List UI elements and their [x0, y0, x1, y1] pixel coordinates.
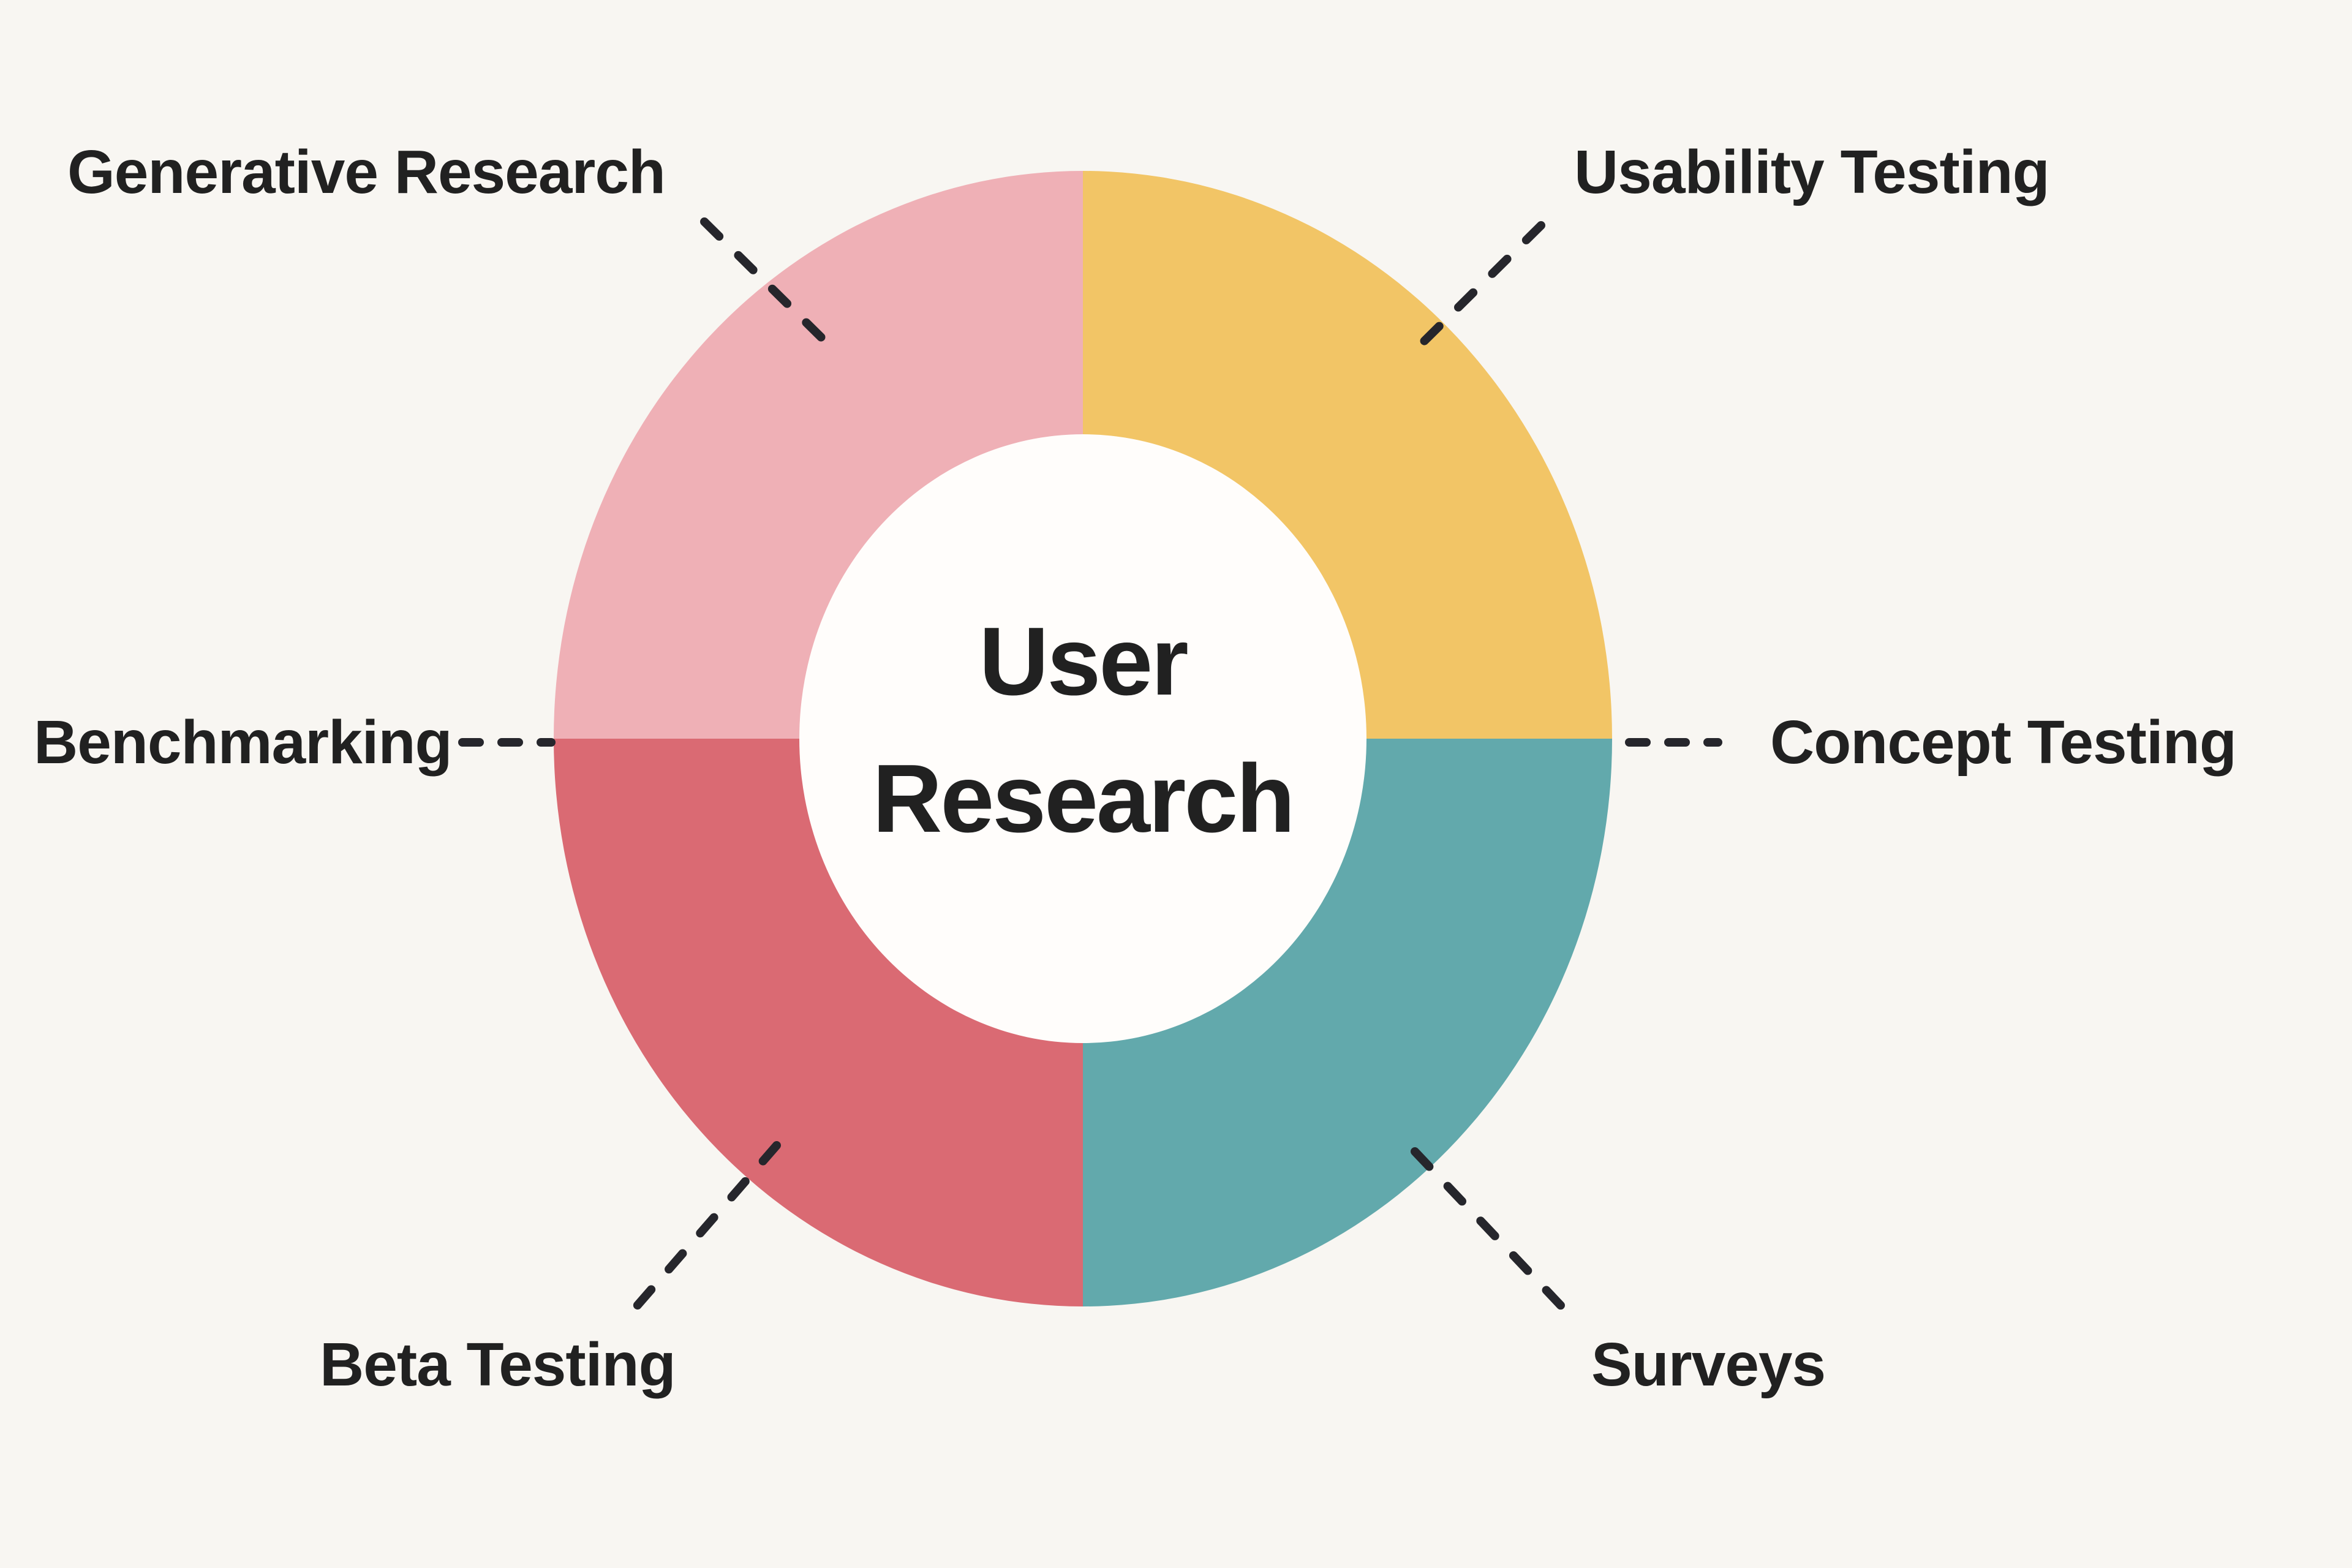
connector-usability-testing: [1412, 221, 1545, 353]
label-surveys: Surveys: [1591, 1330, 1826, 1399]
donut-segment-bottom-right: [1083, 739, 1612, 1306]
donut-center-title: User Research: [715, 593, 1450, 868]
connector-beta-testing: [633, 1141, 781, 1310]
center-title-line1: User: [979, 608, 1188, 715]
label-concept-testing: Concept Testing: [1770, 708, 2237, 777]
label-usability-testing: Usability Testing: [1574, 138, 2050, 206]
donut-segment-top-right: [1083, 171, 1612, 739]
donut-segment-bottom-left: [554, 739, 1083, 1306]
donut-segment-top-left: [554, 171, 1083, 739]
label-benchmarking: Benchmarking: [34, 708, 453, 777]
label-generative-research: Generative Research: [67, 138, 666, 206]
connector-surveys: [1411, 1147, 1574, 1319]
center-title-line2: Research: [872, 745, 1295, 853]
donut-hole: [799, 434, 1366, 1043]
label-beta-testing: Beta Testing: [320, 1330, 676, 1399]
